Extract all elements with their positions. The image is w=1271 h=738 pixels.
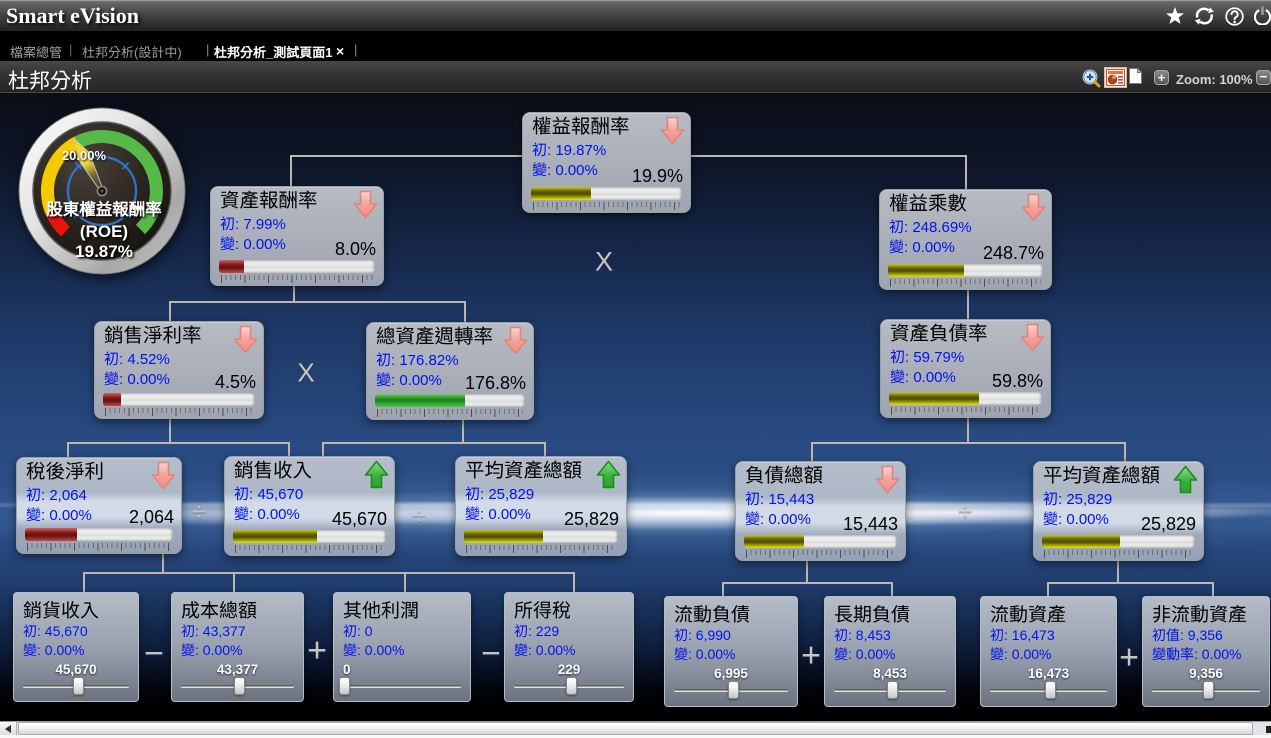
svg-text:(ROE): (ROE) [80,222,128,241]
svg-text:20.00%: 20.00% [62,148,107,163]
svg-text:19.87%: 19.87% [75,242,133,261]
svg-text:股東權益報酬率: 股東權益報酬率 [46,200,162,219]
